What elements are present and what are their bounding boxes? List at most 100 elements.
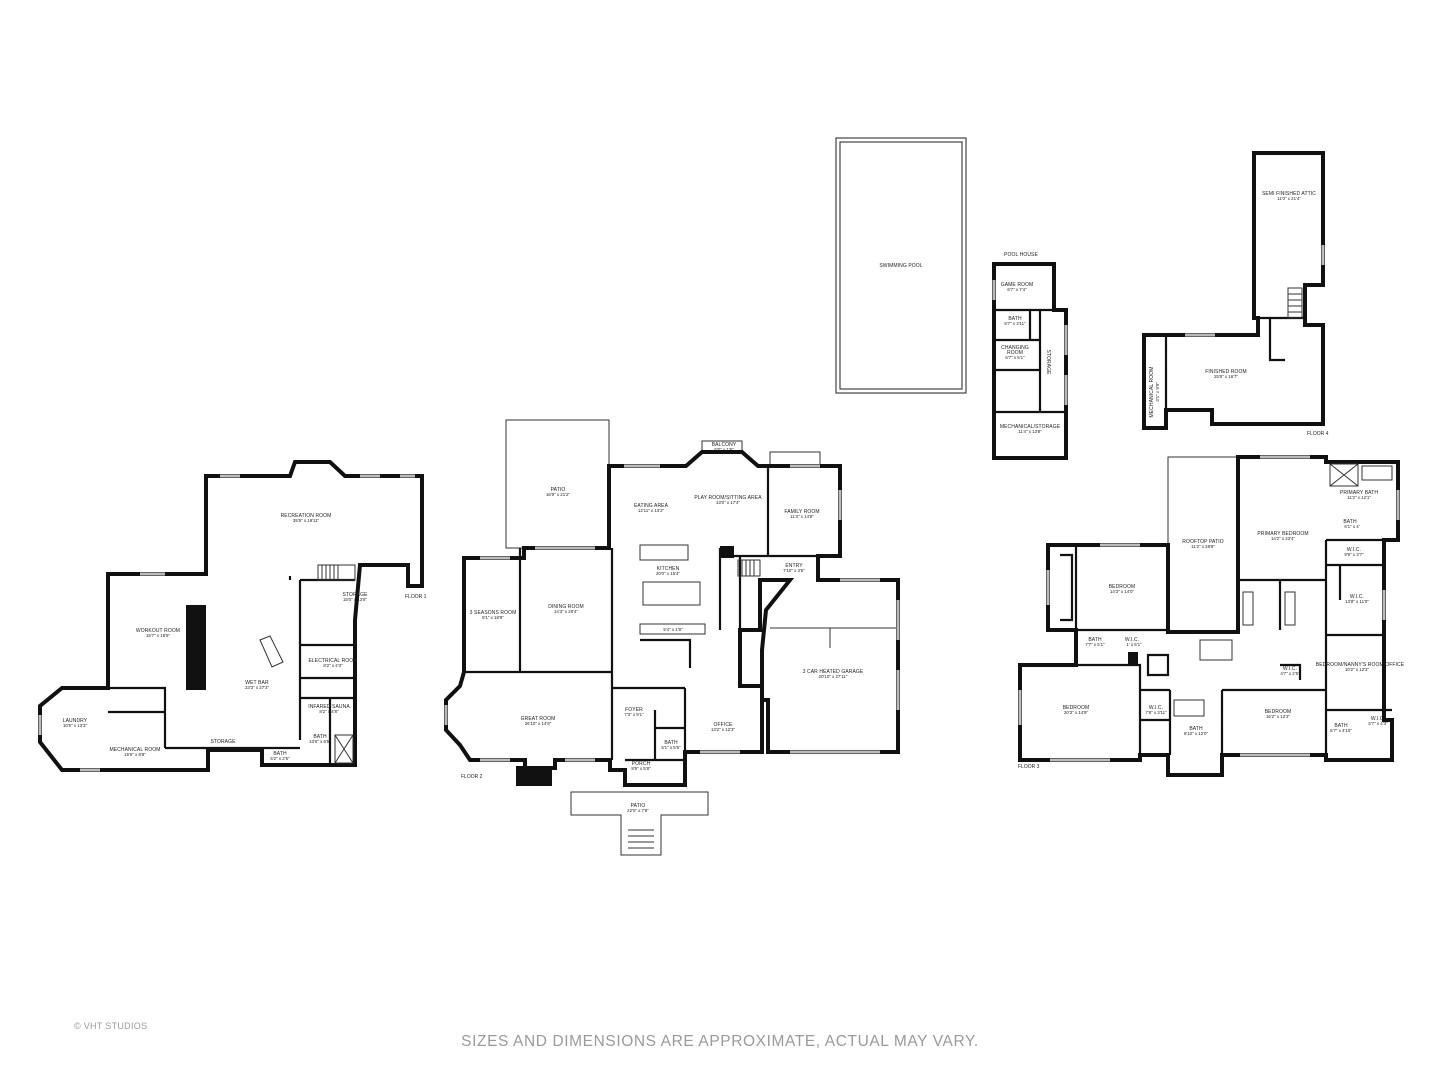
foyer-dim: 7'3" x 9'1" xyxy=(624,712,644,717)
bedroom-1-dim: 14'3" x 14'0" xyxy=(1110,589,1135,594)
eating-area-dim: 12'11" x 13'2" xyxy=(638,508,665,513)
nanny-room-label: BEDROOM/NANNY'S ROOM/OFFICE xyxy=(1316,662,1405,668)
mech-room-4-dim: 3'1" x 9'9" xyxy=(1155,382,1160,402)
finished-room-dim: 25'9" x 16'7" xyxy=(1214,374,1239,379)
bath-2-label: BATH xyxy=(664,740,678,746)
mechanical-room-dim: 15'6" x 8'8" xyxy=(124,752,146,757)
wic-4-label: W.I.C. xyxy=(1283,666,1297,672)
wic-3-dim: 1' x 5'1" xyxy=(1126,642,1142,647)
floor-3-plan: ROOFTOP PATIO 11'2" x 28'8" PRIMARY BEDR… xyxy=(1018,455,1405,777)
wic-5-label: W.I.C. xyxy=(1149,705,1163,711)
island-dim: 5'4" x 1'8" xyxy=(663,627,683,632)
recreation-room-label: RECREATION ROOM xyxy=(281,513,332,519)
bath-3a-dim: 7'7" x 5'1" xyxy=(1085,642,1105,647)
dining-room-label: DINING ROOM xyxy=(548,604,584,610)
bath-1b-dim: 5'2" x 2'5" xyxy=(270,756,290,761)
game-room-dim: 6'7" x 7'4" xyxy=(1007,287,1027,292)
bath-3c-dim: 5'7" x 4'10" xyxy=(1330,728,1352,733)
floor-4-plan: SEMI FINISHED ATTIC 11'0" x 21'4" FINISH… xyxy=(1142,151,1329,437)
copyright-credit: © VHT STUDIOS xyxy=(74,1021,148,1031)
floor-3-label: FLOOR 3 xyxy=(1018,764,1040,770)
patio-front-dim: 22'0" x 7'8" xyxy=(627,808,649,813)
sauna-label: INFARED SAUNA xyxy=(308,704,350,710)
swimming-pool-label: SWIMMING POOL xyxy=(879,263,922,269)
storage-room-dim: 15'0" x 13'8" xyxy=(343,597,368,602)
storage-room-label: STORAGE xyxy=(342,592,368,598)
entry-label: ENTRY xyxy=(785,563,803,569)
wic-3-label: W.I.C. xyxy=(1125,637,1139,643)
bath-1a-dim: 10'6" x 6'5" xyxy=(309,739,331,744)
bath-p-dim: 6'1" x 4' xyxy=(1344,524,1359,529)
wic-2-label: W.I.C. xyxy=(1350,594,1364,600)
bedroom-3-dim: 16'2" x 12'3" xyxy=(1266,714,1291,719)
finished-room-label: FINISHED ROOM xyxy=(1205,369,1247,375)
rooftop-patio-dim: 11'2" x 28'8" xyxy=(1191,544,1215,549)
primary-bath-label: PRIMARY BATH xyxy=(1340,490,1378,496)
pool-mech-dim: 11'4" x 13'8" xyxy=(1018,429,1042,434)
balcony-label: BALCONY xyxy=(712,442,737,448)
changing-room-label-1: CHANGING xyxy=(1001,345,1029,351)
bedroom-1-label: BEDROOM xyxy=(1109,584,1136,590)
floor-2-label: FLOOR 2 xyxy=(461,774,483,780)
dining-room-dim: 14'3" x 20'4" xyxy=(554,609,579,614)
bath-p-label: BATH xyxy=(1343,519,1357,525)
pool-mech-label: MECHANICAL/STORAGE xyxy=(1000,424,1061,430)
game-room-label: GAME ROOM xyxy=(1001,282,1034,288)
mechanical-room-label: MECHANICAL ROOM xyxy=(109,747,160,753)
wic-1-label: W.I.C. xyxy=(1347,547,1361,553)
attic-label: SEMI FINISHED ATTIC xyxy=(1262,191,1316,197)
balcony-dim: 6'0" x 1'9" xyxy=(714,447,734,452)
rooftop-patio-label: ROOFTOP PATIO xyxy=(1182,539,1224,545)
office-dim: 13'2" x 12'3" xyxy=(711,727,736,732)
bedroom-2-label: BEDROOM xyxy=(1063,705,1090,711)
wic-4-dim: 4'7" x 2'5" xyxy=(1280,671,1300,676)
pool-house-plan: POOL HOUSE GAME ROOM 6'7" x 7'4" BATH 6'… xyxy=(992,252,1068,460)
mech-room-4-label: MECHANICAL ROOM xyxy=(1149,366,1155,417)
patio-front-label: PATIO xyxy=(631,803,646,809)
changing-room-dim: 6'7" x 5'1" xyxy=(1005,355,1025,360)
recreation-room-dim: 35'5" x 19'11" xyxy=(293,518,320,523)
electrical-room-dim: 8'2" x 4'3" xyxy=(323,663,343,668)
play-room-label: PLAY ROOM/SITTING AREA xyxy=(694,495,762,501)
primary-bedroom-dim: 14'2" x 23'4" xyxy=(1271,536,1296,541)
patio-back-label: PATIO xyxy=(551,487,566,493)
foyer-label: FOYER xyxy=(625,707,643,713)
wic-5-dim: 7'8" x 3'11" xyxy=(1145,710,1167,715)
swimming-pool: SWIMMING POOL xyxy=(835,137,967,394)
wet-bar-dim: 23'3" x 27'3" xyxy=(245,685,270,690)
wic-6-dim: 5'7" x 4'3" xyxy=(1368,721,1388,726)
workout-room-dim: 15'7" x 18'9" xyxy=(146,633,171,638)
bath-3b-dim: 8'10" x 12'0" xyxy=(1184,731,1209,736)
storage-2-label: STORAGE xyxy=(210,739,236,745)
floor-1-plan: RECREATION ROOM 35'5" x 19'11" WORKOUT R… xyxy=(38,460,427,772)
nanny-room-dim: 10'2" x 12'3" xyxy=(1345,667,1370,672)
bath-3b-label: BATH xyxy=(1189,726,1203,732)
porch-label: PORCH xyxy=(632,761,651,767)
family-room-dim: 11'3" x 14'8" xyxy=(790,514,814,519)
great-room-label: GREAT ROOM xyxy=(521,716,556,722)
seasons-room-dim: 9'1" x 18'9" xyxy=(482,615,504,620)
eating-area-label: EATING AREA xyxy=(634,503,669,509)
office-label: OFFICE xyxy=(714,722,733,728)
floor-1-label: FLOOR 1 xyxy=(405,594,427,600)
disclaimer-text: SIZES AND DIMENSIONS ARE APPROXIMATE, AC… xyxy=(461,1033,979,1050)
bath-3c-label: BATH xyxy=(1334,723,1348,729)
family-room-label: FAMILY ROOM xyxy=(784,509,819,515)
sauna-dim: 8'2" x 4'8" xyxy=(319,709,339,714)
pool-house-label: POOL HOUSE xyxy=(1004,252,1038,258)
floor-2-plan: PATIO 16'9" x 21'2" BALCONY 6'0" x 1'9" … xyxy=(444,419,900,856)
wic-6-label: W.I.C. xyxy=(1371,716,1385,722)
garage-label: 3 CAR HEATED GARAGE xyxy=(803,669,864,675)
wic-1-dim: 9'9" x 3'7" xyxy=(1344,552,1364,557)
pool-bath-dim: 6'7" x 3'11" xyxy=(1004,321,1026,326)
entry-dim: 7'10" x 3'6" xyxy=(783,568,805,573)
great-room-dim: 26'10" x 14'9" xyxy=(525,721,552,726)
wet-bar-label: WET BAR xyxy=(245,680,269,686)
bath-3a-label: BATH xyxy=(1088,637,1102,643)
bath-1a-label: BATH xyxy=(313,734,327,740)
electrical-room-label: ELECTRICAL ROOM xyxy=(308,658,357,664)
garage-dim: 20'10" x 27'11" xyxy=(819,674,848,679)
seasons-room-label: 3 SEASONS ROOM xyxy=(470,610,517,616)
changing-room-label-2: ROOM xyxy=(1007,350,1023,356)
